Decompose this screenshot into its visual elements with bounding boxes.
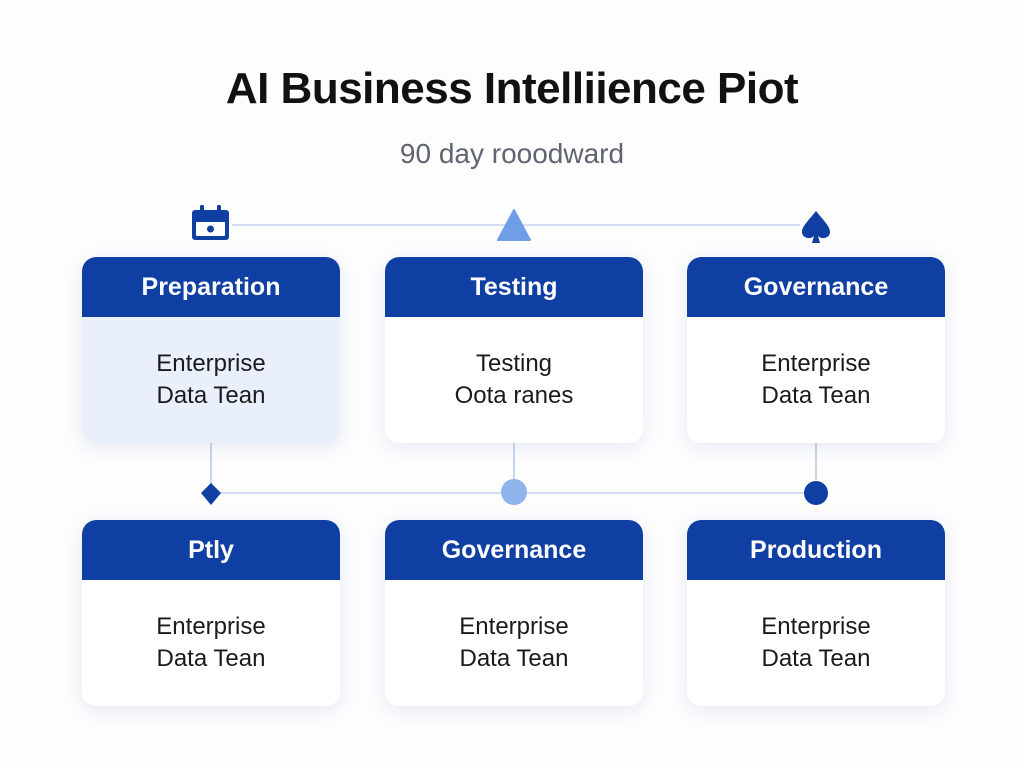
phase-card-line: Enterprise	[156, 613, 266, 640]
phase-card-line: Data Tean	[761, 645, 871, 672]
phase-card[interactable]: Production Enterprise Data Tean	[687, 520, 945, 706]
triangle-icon	[497, 209, 531, 241]
phase-card-title: Ptly	[82, 520, 340, 580]
phase-card-line: Enterprise	[761, 613, 871, 640]
phase-card-body: Enterprise Data Tean	[82, 580, 340, 706]
phase-card-line: Enterprise	[459, 613, 569, 640]
phase-card-line: Data Tean	[156, 645, 266, 672]
phase-card-line: Data Tean	[761, 382, 871, 409]
phase-card-body: Enterprise Data Tean	[385, 580, 643, 706]
phase-card-line: Data Tean	[156, 382, 266, 409]
phase-card-body: Enterprise Data Tean	[687, 317, 945, 443]
phase-card-title: Testing	[385, 257, 643, 317]
phase-card-title: Governance	[385, 520, 643, 580]
phase-card-line: Testing	[475, 350, 553, 377]
phase-card-line: Data Tean	[459, 645, 569, 672]
page-title: AI Business Intelliience Piot	[225, 64, 799, 113]
page-subtitle: 90 day rooodward	[399, 138, 625, 169]
phase-card-title: Production	[687, 520, 945, 580]
pin-marker-icon	[201, 483, 221, 505]
circle-marker-icon	[501, 479, 527, 505]
phase-card-body: Enterprise Data Tean	[687, 580, 945, 706]
phase-card[interactable]: Preparation Enterprise Data Tean	[82, 257, 340, 443]
dot-marker-icon	[804, 481, 828, 505]
phase-card-title: Preparation	[82, 257, 340, 317]
phase-card-title: Governance	[687, 257, 945, 317]
phase-card[interactable]: Governance Enterprise Data Tean	[687, 257, 945, 443]
spade-icon	[802, 211, 830, 243]
phase-card-line: Enterprise	[156, 350, 266, 377]
calendar-icon	[192, 205, 229, 240]
phase-card-body: Testing Oota ranes	[385, 317, 643, 443]
phase-card-body: Enterprise Data Tean	[82, 317, 340, 443]
phase-card[interactable]: Ptly Enterprise Data Tean	[82, 520, 340, 706]
phase-card[interactable]: Testing Testing Oota ranes	[385, 257, 643, 443]
phase-card-line: Oota ranes	[454, 382, 574, 409]
phase-card[interactable]: Governance Enterprise Data Tean	[385, 520, 643, 706]
phase-card-line: Enterprise	[761, 350, 871, 377]
